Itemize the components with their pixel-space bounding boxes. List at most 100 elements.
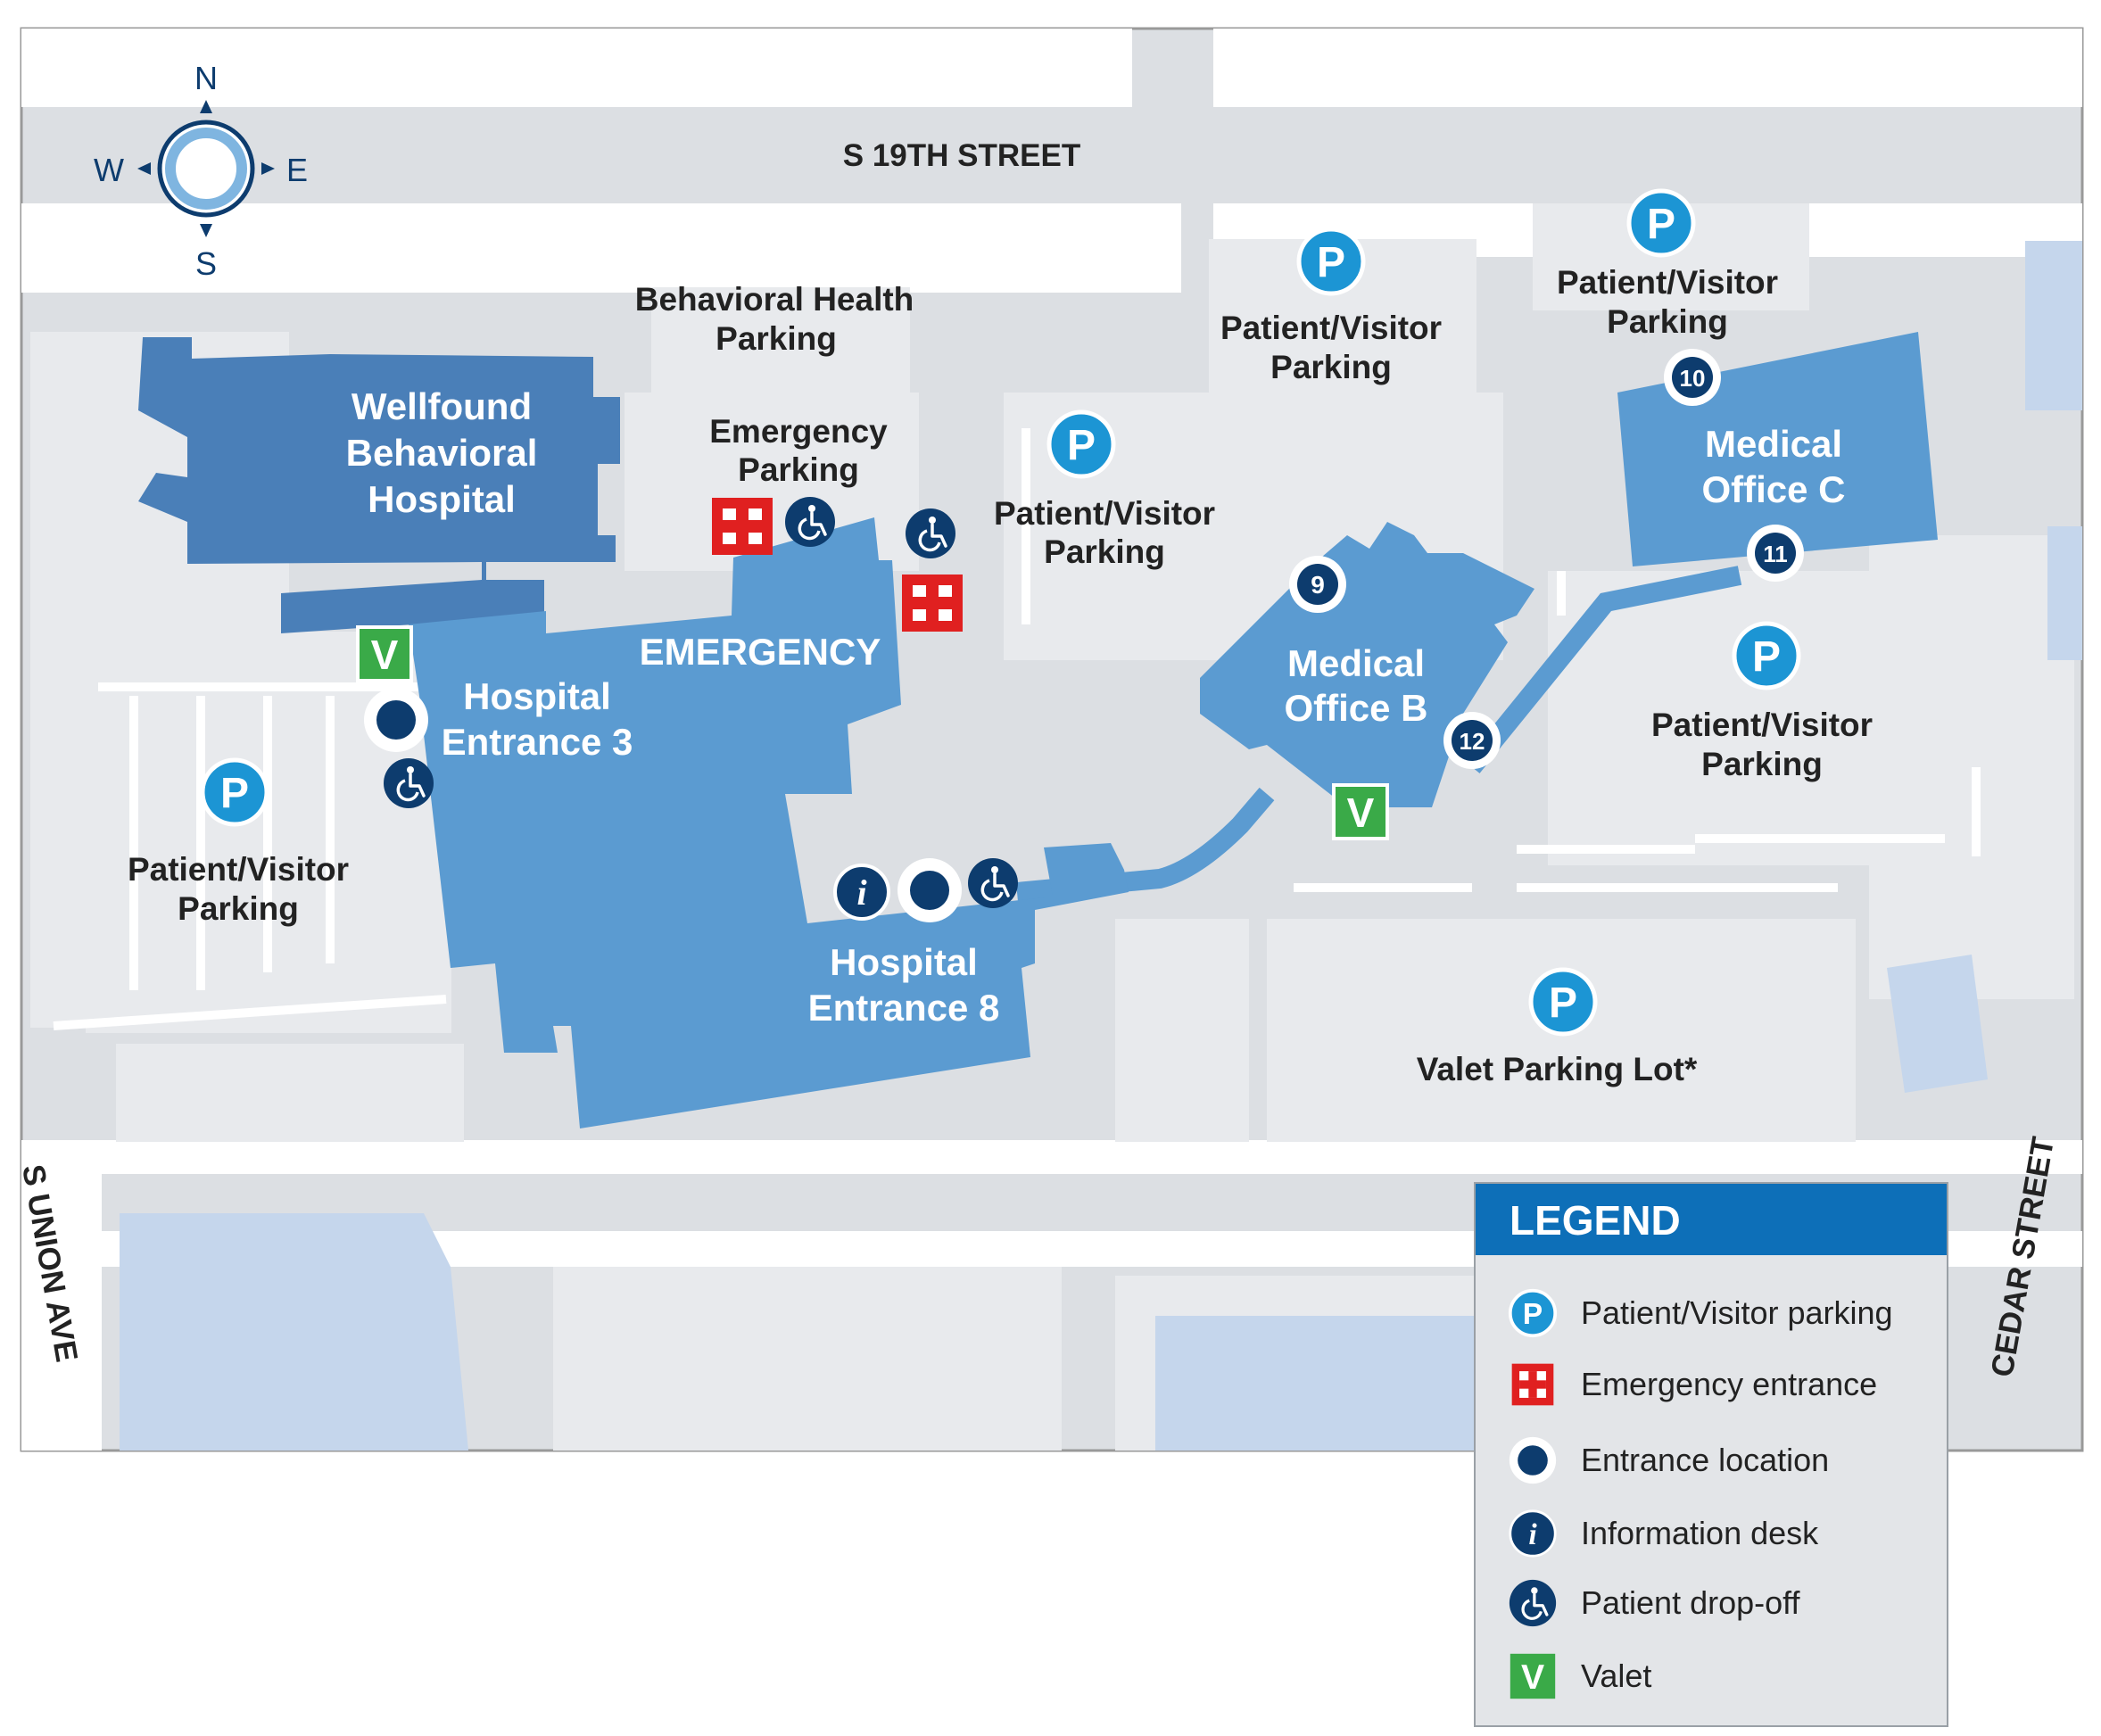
emergency-cross-icon xyxy=(902,575,963,632)
office-b-label-line1: Medical xyxy=(1287,642,1425,684)
svg-text:P: P xyxy=(1647,201,1675,248)
wheelchair-icon xyxy=(382,756,435,810)
emergency-label: EMERGENCY xyxy=(640,631,881,673)
legend-label: Emergency entrance xyxy=(1581,1366,1878,1402)
pale-blue-areas xyxy=(120,241,2082,1451)
compass-e: E xyxy=(286,152,308,188)
compass: N S E W xyxy=(94,60,308,282)
entrance3-label-line2: Entrance 3 xyxy=(442,721,633,763)
pv-parking-center-line2: Parking xyxy=(1044,533,1165,570)
office-c-label-line1: Medical xyxy=(1705,423,1842,465)
legend-item-dropoff: Patient drop-off xyxy=(1476,1572,1947,1634)
wheelchair-icon xyxy=(904,507,957,560)
pv-parking-west-line2: Parking xyxy=(178,890,299,927)
legend-label: Patient/Visitor parking xyxy=(1581,1294,1893,1331)
emergency-cross-icon xyxy=(712,498,773,555)
parking-icon: P xyxy=(200,757,269,827)
parking-icons: P P P P P P xyxy=(200,188,1801,1037)
svg-text:12: 12 xyxy=(1460,728,1485,755)
svg-text:P: P xyxy=(1523,1298,1543,1331)
svg-text:9: 9 xyxy=(1311,571,1325,599)
compass-w: W xyxy=(94,152,124,188)
numbered-entrances: 9 10 11 12 xyxy=(1289,349,1804,769)
street-label-s19th: S 19TH STREET xyxy=(843,138,1080,173)
compass-s: S xyxy=(195,245,217,282)
legend-label: Information desk xyxy=(1581,1515,1819,1551)
entrance-number-9: 9 xyxy=(1289,556,1346,613)
pv-parking-east-line2: Parking xyxy=(1701,746,1823,782)
compass-north-arrow-icon xyxy=(200,100,212,113)
entrance-number-12: 12 xyxy=(1443,712,1501,769)
svg-text:11: 11 xyxy=(1763,541,1788,567)
behavioral-health-parking-line2: Parking xyxy=(715,320,837,357)
pv-parking-ne-line1: Patient/Visitor xyxy=(1557,264,1778,301)
behavioral-label-line2: Behavioral xyxy=(346,432,538,474)
pv-parking-center-line1: Patient/Visitor xyxy=(994,495,1215,532)
svg-text:V: V xyxy=(371,632,399,678)
entrance-dot-icon xyxy=(364,688,428,752)
legend-item-entrance: Entrance location xyxy=(1476,1429,1947,1492)
legend-label: Valet xyxy=(1581,1657,1652,1694)
emergency-parking-line2: Parking xyxy=(738,451,859,488)
valet-markers: V V xyxy=(356,625,1389,840)
parking-icon: P xyxy=(1296,227,1366,296)
legend-item-valet: V Valet xyxy=(1476,1645,1947,1707)
entrance8-label-line1: Hospital xyxy=(830,941,978,983)
behavioral-health-parking-line1: Behavioral Health xyxy=(635,281,914,318)
building-main-hospital xyxy=(409,517,1129,1128)
parking-icon: P xyxy=(1508,1288,1558,1338)
legend-item-info: i Information desk xyxy=(1476,1502,1947,1565)
valet-parking-lot-label: Valet Parking Lot* xyxy=(1417,1051,1698,1087)
legend-title: LEGEND xyxy=(1476,1184,1947,1255)
entrance-dot-icon xyxy=(897,858,962,922)
compass-west-arrow-icon xyxy=(137,162,151,175)
emergency-cross-icon xyxy=(1511,1363,1554,1406)
entrance-dots xyxy=(364,688,962,922)
wheelchair-icon xyxy=(783,495,837,549)
valet-icon: V xyxy=(1332,783,1389,840)
compass-east-arrow-icon xyxy=(261,162,275,175)
entrance8-label-line2: Entrance 8 xyxy=(808,987,1000,1029)
pv-parking-east-line1: Patient/Visitor xyxy=(1651,707,1873,743)
svg-text:V: V xyxy=(1347,789,1375,836)
entrance-number-11: 11 xyxy=(1747,525,1804,582)
emergency-parking-line1: Emergency xyxy=(709,413,888,450)
parking-labels: Behavioral Health Parking Emergency Park… xyxy=(128,264,1873,1087)
entrance3-label-line1: Hospital xyxy=(463,675,611,717)
office-b-label-line2: Office B xyxy=(1284,687,1427,729)
compass-south-arrow-icon xyxy=(200,224,212,237)
svg-text:P: P xyxy=(220,770,249,817)
compass-n: N xyxy=(194,60,218,96)
wheelchair-icon xyxy=(966,856,1020,910)
parking-icon: P xyxy=(1626,188,1696,258)
valet-icon: V xyxy=(356,625,413,682)
pv-parking-west-line1: Patient/Visitor xyxy=(128,851,349,888)
svg-text:P: P xyxy=(1549,980,1577,1027)
pv-parking-ne-line2: Parking xyxy=(1607,303,1728,340)
legend-item-emergency: Emergency entrance xyxy=(1476,1353,1947,1416)
info-icon: i xyxy=(1509,1509,1557,1558)
svg-text:i: i xyxy=(856,872,866,913)
parking-icon: P xyxy=(1046,409,1116,479)
legend-label: Patient drop-off xyxy=(1581,1584,1800,1621)
parking-icon: P xyxy=(1528,967,1598,1037)
legend-label: Entrance location xyxy=(1581,1442,1830,1478)
svg-text:10: 10 xyxy=(1680,365,1706,392)
info-icon: i xyxy=(833,864,890,921)
parking-icon: P xyxy=(1732,621,1801,690)
building-labels: Wellfound Behavioral Hospital EMERGENCY … xyxy=(346,385,1846,1029)
pv-parking-north-line2: Parking xyxy=(1270,349,1392,385)
legend-item-parking: P Patient/Visitor parking xyxy=(1476,1282,1947,1344)
entrance-number-10: 10 xyxy=(1664,349,1721,406)
walkways xyxy=(1015,566,1742,902)
behavioral-label-line1: Wellfound xyxy=(352,385,532,427)
svg-text:P: P xyxy=(1067,422,1096,469)
behavioral-label-line3: Hospital xyxy=(368,478,516,520)
svg-text:P: P xyxy=(1752,633,1781,681)
pv-parking-north-line1: Patient/Visitor xyxy=(1220,310,1442,346)
entrance-dot-icon xyxy=(1509,1436,1557,1484)
svg-text:i: i xyxy=(1528,1518,1537,1551)
wheelchair-icon xyxy=(1508,1578,1558,1628)
svg-text:P: P xyxy=(1317,239,1345,286)
